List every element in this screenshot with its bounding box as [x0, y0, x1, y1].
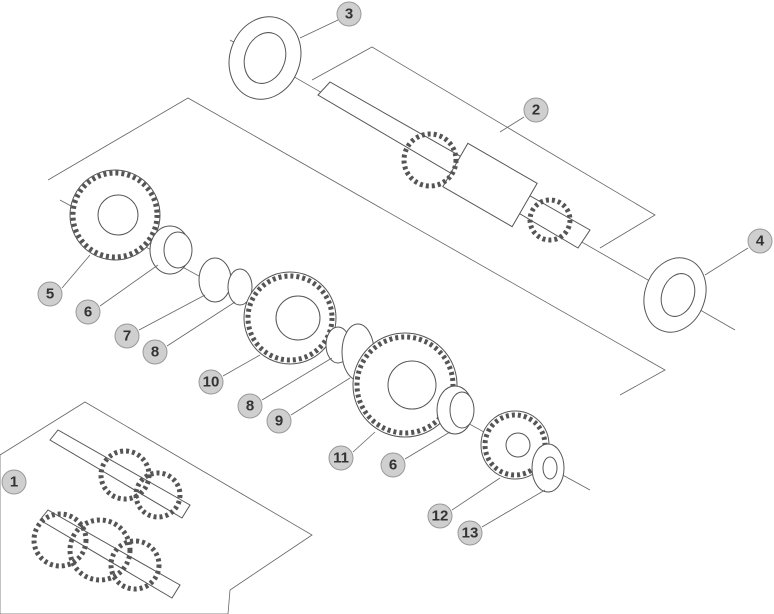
callout-8[interactable]: 8	[142, 339, 168, 365]
callout-5[interactable]: 5	[37, 281, 63, 307]
bush-6	[149, 225, 193, 275]
callout-label: 8	[151, 344, 159, 361]
callout-12[interactable]: 12	[427, 503, 453, 529]
callout-label: 13	[462, 525, 479, 542]
callout-label: 9	[275, 413, 283, 430]
leader-lines	[61, 19, 749, 528]
callout-label: 10	[203, 374, 220, 391]
callout-9[interactable]: 9	[266, 408, 292, 434]
callout-3[interactable]: 3	[336, 1, 362, 27]
bush-6b	[436, 385, 475, 435]
mainshaft-2	[317, 81, 591, 249]
callout-label: 6	[84, 304, 92, 321]
callout-label: 2	[532, 102, 540, 119]
gear-11	[352, 332, 458, 438]
callout-10[interactable]: 10	[198, 369, 224, 395]
callout-6b[interactable]: 6	[380, 452, 406, 478]
callout-label: 7	[123, 328, 131, 345]
callout-label: 5	[46, 286, 54, 303]
callout-8b[interactable]: 8	[237, 393, 263, 419]
callout-label: 11	[333, 450, 349, 467]
callout-11[interactable]: 11	[328, 445, 354, 471]
callout-2[interactable]: 2	[523, 97, 549, 123]
bearing-3	[228, 16, 302, 100]
callout-13[interactable]: 13	[457, 520, 483, 546]
callout-label: 12	[432, 508, 449, 525]
washer-13	[531, 443, 565, 493]
gear-cluster-assembly-1	[31, 429, 191, 599]
callout-label: 8	[246, 398, 254, 415]
callout-label: 1	[10, 474, 18, 491]
callout-1[interactable]: 1	[1, 469, 27, 495]
bearing-4	[643, 257, 707, 333]
callout-7[interactable]: 7	[114, 323, 140, 349]
callout-label: 4	[756, 233, 765, 250]
mainshaft-frame	[311, 46, 656, 249]
assembly-frame	[0, 401, 313, 614]
layshaft-frame	[47, 97, 666, 396]
gear-10	[243, 271, 337, 365]
callout-4[interactable]: 4	[747, 228, 773, 254]
callout-6[interactable]: 6	[75, 299, 101, 325]
callout-label: 6	[389, 457, 397, 474]
circlip-8	[227, 268, 253, 306]
gear-5	[69, 169, 161, 261]
callout-label: 3	[345, 6, 353, 23]
